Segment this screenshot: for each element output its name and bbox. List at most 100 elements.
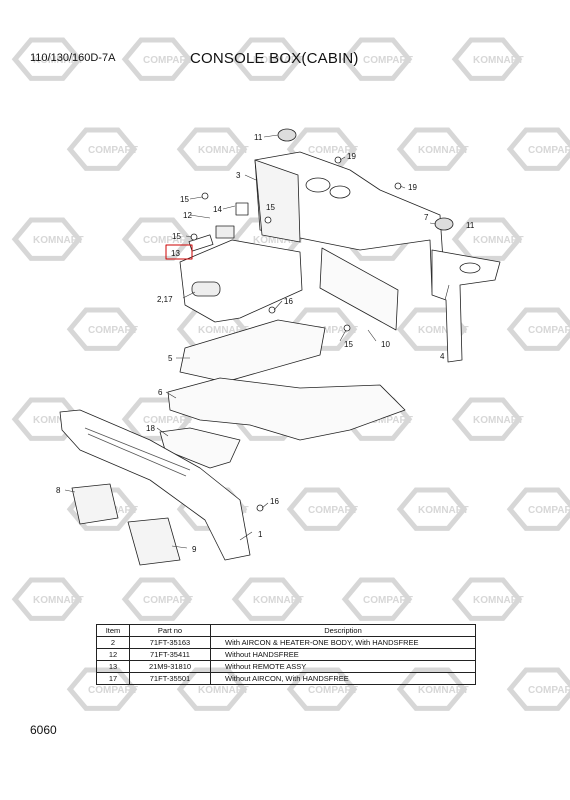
watermark-hex-icon (451, 577, 523, 621)
part-4-vent (459, 262, 481, 274)
callout-6: 6 (158, 388, 163, 397)
watermark-tile: KOMNAPT (11, 217, 84, 261)
callout-16-a: 16 (284, 297, 293, 306)
watermark-text: KOMNAPT (198, 145, 249, 156)
callout-11-top: 11 (254, 133, 263, 142)
part-15-bolt-a (201, 192, 209, 200)
watermark-text: COMPART (363, 55, 413, 66)
watermark-tile: COMPART (341, 577, 413, 621)
watermark-tile: KOMNAPT (451, 577, 524, 621)
watermark-hex-icon (121, 577, 193, 621)
watermark-tile: COMPART (121, 577, 193, 621)
part-4-bracket (431, 249, 501, 363)
watermark-hex-icon (11, 397, 83, 441)
table-row: 12 71FT-35411 Without HANDSFREE (96, 648, 476, 661)
watermark-hex-icon (231, 37, 303, 81)
watermark-text: COMPART (88, 685, 138, 696)
callout-7: 7 (424, 213, 429, 222)
part-15-bolt-d (343, 324, 351, 332)
watermark-tile: KOMNAPT (231, 37, 304, 81)
part-5-floor-mat (179, 319, 326, 383)
leader-lines (64, 134, 450, 549)
watermark-tile: COMPART (66, 307, 138, 351)
watermark-text: KOMNAPT (198, 325, 249, 336)
callout-11-right: 11 (466, 221, 475, 230)
row-part-no: 71FT-35163 (129, 636, 211, 649)
watermark-text: COMPART (528, 325, 570, 336)
watermark-text: COMPART (88, 145, 138, 156)
watermark-tile: COMPART (506, 307, 570, 351)
watermark-hex-icon (506, 487, 570, 531)
watermark-text: COMPART (528, 145, 570, 156)
callout-5: 5 (168, 354, 173, 363)
callout-1: 1 (258, 530, 263, 539)
watermark-hex-icon (341, 37, 413, 81)
watermark-text: COMPART (528, 505, 570, 516)
watermark-hex-icon (66, 127, 138, 171)
part-12-switch (215, 225, 235, 239)
watermark-text: KOMNAPT (418, 325, 469, 336)
row-item: 13 (96, 660, 130, 673)
part-9-bracket (127, 517, 181, 566)
watermark-text: KOMNAPT (198, 685, 249, 696)
callout-9: 9 (192, 545, 197, 554)
callout-15-c: 15 (266, 203, 275, 212)
watermark-hex-icon (506, 127, 570, 171)
watermark-tile: KOMNAPT (176, 127, 249, 171)
part-11-grommet-top (277, 128, 297, 142)
row-item: 2 (96, 636, 130, 649)
callout-13-box (165, 244, 193, 260)
watermark-text: KOMNAPT (473, 595, 524, 606)
watermark-text: KOMNAPT (473, 415, 524, 426)
watermark-hex-icon (121, 217, 193, 261)
row-part-no: 71FT-35411 (129, 648, 211, 661)
part-2-cupholder-well (191, 281, 221, 297)
watermark-hex-icon (506, 307, 570, 351)
watermark-hex-icon (506, 667, 570, 711)
table-row: 2 71FT-35163 With AIRCON & HEATER-ONE BO… (96, 636, 476, 649)
page-number: 6060 (30, 723, 57, 737)
watermark-hex-icon (341, 577, 413, 621)
watermark-text: COMPART (308, 685, 358, 696)
watermark-hex-icon (396, 127, 468, 171)
watermark-text: COMPART (308, 145, 358, 156)
row-description: Without AIRCON, With HANDSFREE (210, 672, 476, 685)
watermark-tile: COMPART (66, 127, 138, 171)
watermark-text: KOMNAPT (33, 415, 84, 426)
part-16-bolt-b (256, 504, 264, 512)
watermark-hex-icon (451, 397, 523, 441)
callout-15-a: 15 (180, 195, 189, 204)
part-19-bolt-right (394, 182, 402, 190)
watermark-layer: KOMNAPT COMPART KOMNAPT COMPART KOMNAPT COMPA… (11, 37, 570, 711)
row-description: With AIRCON & HEATER-ONE BODY, With HAND… (210, 636, 476, 649)
watermark-hex-icon (451, 37, 523, 81)
watermark-tile: KOMNAPT (11, 37, 84, 81)
watermark-text: COMPART (143, 415, 193, 426)
watermark-hex-icon (176, 127, 248, 171)
watermark-text: COMPART (143, 235, 193, 246)
watermark-hex-icon (121, 37, 193, 81)
callout-19-right: 19 (408, 183, 417, 192)
watermark-text: KOMNAPT (33, 55, 84, 66)
watermark-hex-icon (11, 577, 83, 621)
part-19-bolt-top (334, 156, 342, 164)
part-1-vent-slots (84, 427, 191, 477)
watermark-hex-icon (286, 487, 358, 531)
watermark-text: KOMNAPT (418, 685, 469, 696)
watermark-tile: KOMNAPT (451, 37, 524, 81)
header-item: Item (96, 624, 130, 637)
part-7-duct-hole-2 (329, 185, 351, 199)
watermark-text: KOMNAPT (253, 595, 304, 606)
watermark-text: KOMNAPT (253, 235, 304, 246)
parts-table-header: Item Part no Description (96, 624, 476, 637)
part-7-duct-hole (305, 177, 331, 193)
part-6-main-mat (167, 377, 406, 441)
watermark-tile: KOMNAPT (451, 397, 524, 441)
callout-12: 12 (183, 211, 192, 220)
watermark-hex-icon (11, 217, 83, 261)
watermark-hex-icon (451, 217, 523, 261)
part-14-cup (235, 202, 249, 216)
watermark-tile: KOMNAPT (231, 577, 304, 621)
watermark-tile: KOMNAPT (451, 217, 524, 261)
part-16-bolt-a (268, 306, 276, 314)
